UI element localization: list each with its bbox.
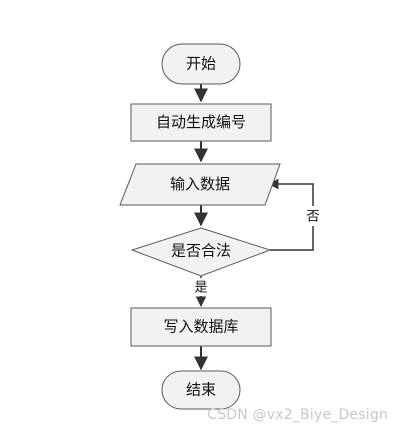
decision-node [130,227,272,277]
generate-label: 自动生成编号 [156,113,246,131]
end-label: 结束 [186,381,216,399]
decision-label: 是否合法 [171,242,231,260]
yes-label-bg [193,280,209,296]
edge-label-yes: 是 [194,281,207,296]
input-label: 输入数据 [170,175,230,193]
end-node [161,370,241,410]
watermark: CSDN @vx2_Biye_Design [207,407,388,423]
start-node [161,43,241,85]
write-label: 写入数据库 [163,318,238,336]
start-label: 开始 [186,55,216,73]
edge-label-no: 否 [306,210,319,225]
no-label-bg [305,206,321,226]
input-node [119,163,281,206]
write-node [130,307,272,347]
generate-node [130,103,272,142]
